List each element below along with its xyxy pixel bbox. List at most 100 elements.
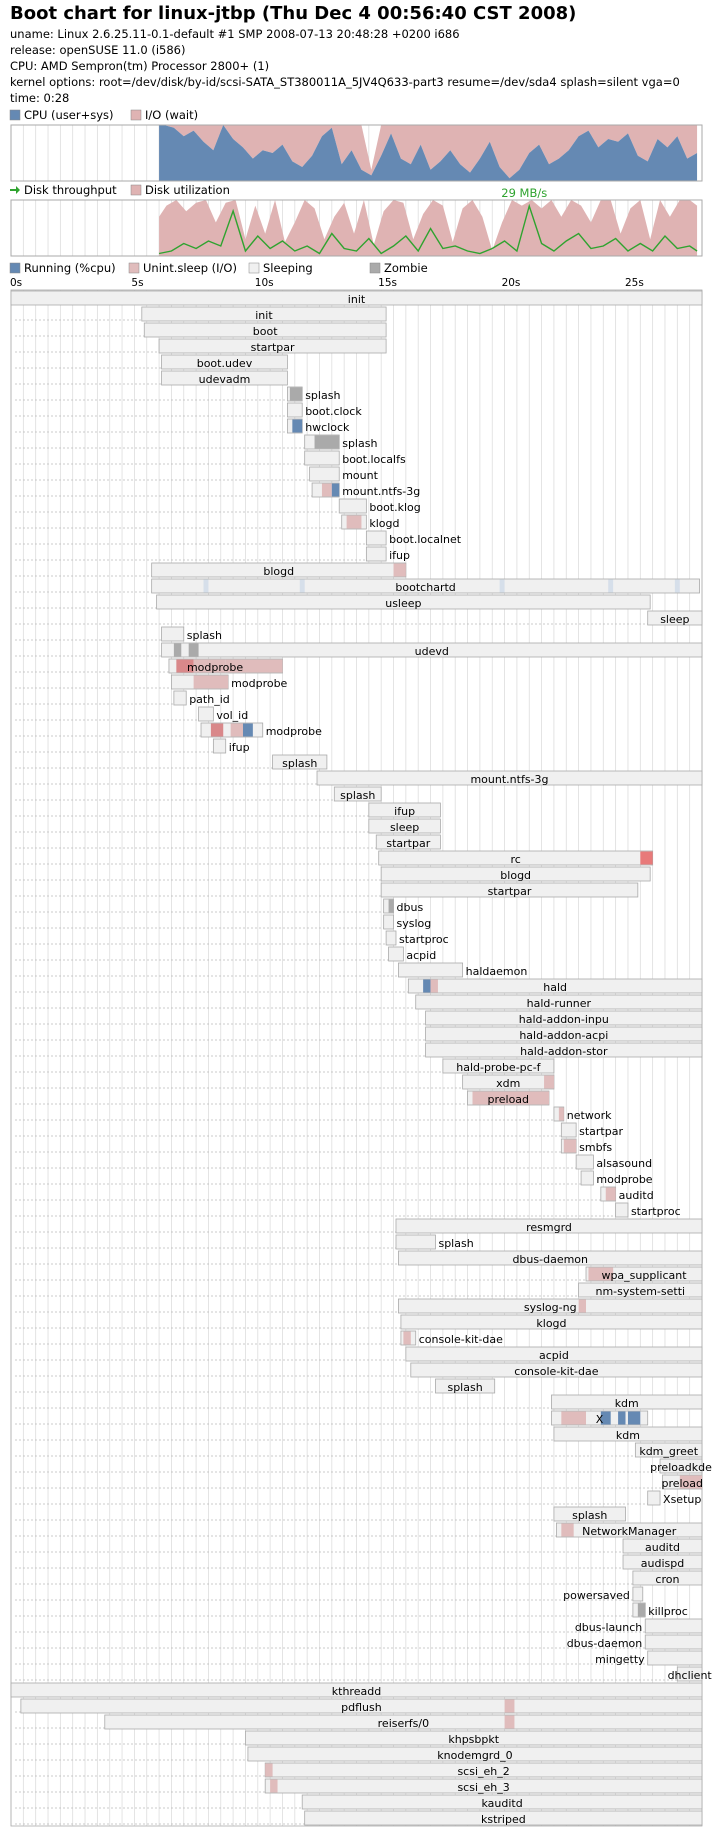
process-label: startpar	[579, 1125, 623, 1138]
process-bar	[676, 1666, 703, 1682]
time-line: time: 0:28	[10, 91, 70, 105]
cpu-area	[159, 125, 698, 181]
process-bar	[398, 962, 464, 978]
process-label: xdm	[496, 1077, 520, 1090]
legend-zombie-swatch	[369, 262, 381, 274]
process-bar	[264, 1778, 703, 1794]
process-bar	[555, 1522, 703, 1538]
process-label: dbus-launch	[575, 1621, 642, 1634]
x-tick-label: 0s	[10, 277, 22, 289]
process-label: hwclock	[305, 421, 350, 434]
process-bar	[380, 882, 639, 898]
process-state-segment	[299, 579, 305, 593]
process-label: splash	[340, 789, 375, 802]
process-bar	[395, 1234, 436, 1250]
process-state-segment	[561, 1411, 587, 1425]
process-label: modprobe	[266, 725, 322, 738]
process-chart-frame	[10, 289, 703, 1827]
process-bar	[398, 1298, 703, 1314]
process-state-segment	[423, 979, 431, 993]
process-label: udevd	[415, 645, 449, 658]
process-label: killproc	[648, 1605, 688, 1618]
process-bar	[365, 530, 387, 546]
process-label: hald-addon-acpi	[519, 1029, 608, 1042]
process-label: acpid	[539, 1349, 569, 1362]
process-bar	[338, 498, 367, 514]
legend-unint-swatch	[128, 262, 140, 274]
process-state-segment	[504, 1699, 515, 1713]
legend-running-swatch	[9, 262, 21, 274]
release-line: release: openSUSE 11.0 (i586)	[10, 43, 186, 57]
uname-line: uname: Linux 2.6.25.11-0.1-default #1 SM…	[10, 27, 460, 41]
legend-throughput-label: Disk throughput	[24, 183, 117, 197]
process-label: dbus-daemon	[512, 1253, 588, 1266]
process-label: mount.ntfs-3g	[470, 773, 548, 786]
legend-throughput-arrow	[16, 186, 20, 194]
process-state-segment	[193, 659, 226, 673]
process-bar	[659, 1458, 703, 1474]
process-bar	[10, 290, 703, 306]
process-label: kdm_greet	[639, 1445, 698, 1458]
legend-utilization-label: Disk utilization	[145, 183, 230, 197]
process-label: boot.localfs	[342, 453, 406, 466]
process-label: mingetty	[595, 1653, 645, 1666]
process-bar	[173, 690, 187, 706]
process-bar	[10, 1682, 703, 1698]
process-bar	[551, 1394, 703, 1410]
process-bar	[647, 610, 703, 626]
process-state-segment	[270, 1779, 278, 1793]
legend-unint-label: Unint.sleep (I/O)	[143, 261, 237, 275]
x-tick-label: 5s	[131, 277, 143, 289]
process-label: usleep	[385, 597, 421, 610]
process-state-segment	[188, 643, 199, 657]
process-bar	[247, 1746, 703, 1762]
process-bar	[309, 466, 340, 482]
throughput-peak-label: 29 MB/s	[501, 186, 547, 200]
process-label: cron	[655, 1573, 679, 1586]
process-label: hald	[543, 981, 567, 994]
process-label: blogd	[263, 565, 294, 578]
process-label: kstriped	[481, 1813, 526, 1826]
process-bar	[415, 994, 703, 1010]
process-label: path_id	[189, 693, 230, 706]
process-state-segment	[176, 659, 194, 673]
process-label: console-kit-dae	[514, 1365, 598, 1378]
process-bar	[407, 978, 703, 994]
io-wait-area	[159, 125, 698, 179]
process-label: modprobe	[596, 1173, 652, 1186]
process-bar	[161, 626, 185, 642]
process-state-segment	[193, 675, 229, 689]
process-state-segment	[210, 723, 224, 737]
process-label: kthreadd	[332, 1685, 381, 1698]
process-state-segment	[674, 579, 680, 593]
process-label: splash	[447, 1381, 482, 1394]
process-bar	[272, 754, 328, 770]
process-state-segment	[608, 579, 614, 593]
process-bar	[578, 1282, 703, 1298]
process-label: boot.klog	[369, 501, 420, 514]
process-state-segment	[203, 579, 209, 593]
process-bar	[425, 1026, 703, 1042]
process-state-segment	[173, 643, 182, 657]
process-label: scsi_eh_3	[457, 1781, 509, 1794]
process-bar	[553, 1506, 626, 1522]
process-bar	[435, 1378, 496, 1394]
process-label: startpar	[251, 341, 295, 354]
process-bar	[143, 322, 387, 338]
process-label: sleep	[390, 821, 419, 834]
process-bar	[161, 642, 703, 658]
process-label: alsasound	[596, 1157, 652, 1170]
process-bar	[368, 818, 441, 834]
process-label: nm-system-setti	[596, 1285, 686, 1298]
process-state-segment	[346, 515, 362, 529]
x-tick-label: 10s	[255, 277, 274, 289]
process-label: splash	[282, 757, 317, 770]
process-bar	[622, 1554, 703, 1570]
kernel-options-line: kernel options: root=/dev/disk/by-id/scs…	[10, 75, 680, 89]
process-bar	[141, 306, 387, 322]
process-label: startproc	[399, 933, 449, 946]
process-bar	[647, 1650, 703, 1666]
process-state-segment	[331, 483, 340, 497]
process-bar	[151, 578, 700, 594]
process-label: splash	[305, 389, 340, 402]
